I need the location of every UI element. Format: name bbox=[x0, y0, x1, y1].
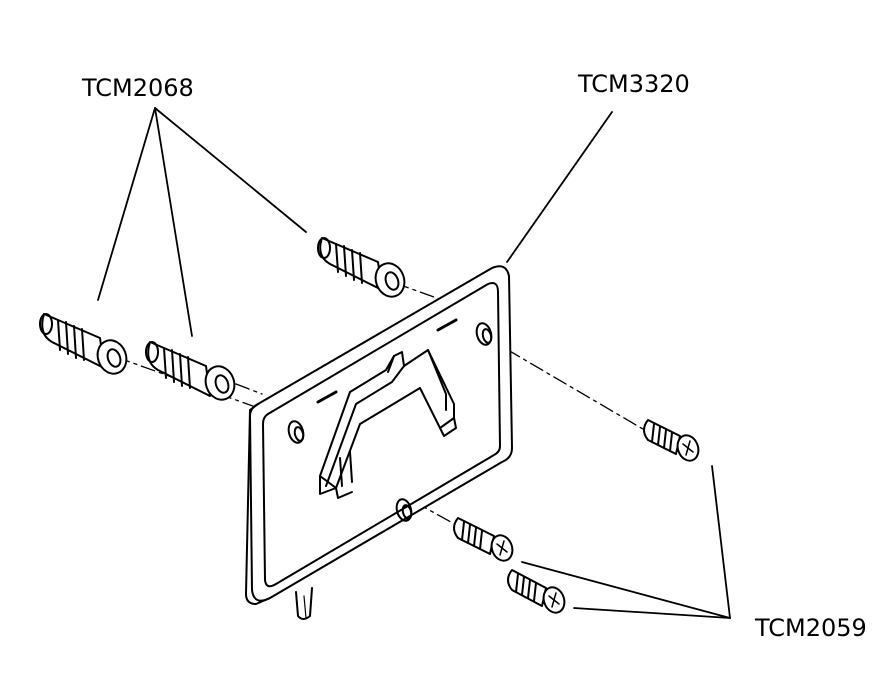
screw-lower bbox=[507, 569, 566, 614]
hook-moulding bbox=[319, 349, 457, 499]
wall-plug-upper bbox=[317, 237, 406, 298]
label-bracket: TCM3320 bbox=[578, 70, 690, 98]
label-wall-plug: TCM2068 bbox=[82, 74, 194, 102]
leader-lines bbox=[97, 107, 731, 619]
bracket-plate bbox=[245, 265, 513, 620]
screw-middle bbox=[453, 517, 514, 562]
label-screw: TCM2059 bbox=[755, 614, 867, 642]
wall-plug-left bbox=[39, 313, 128, 375]
wall-plug-middle bbox=[145, 341, 236, 401]
screw-right bbox=[643, 419, 700, 462]
